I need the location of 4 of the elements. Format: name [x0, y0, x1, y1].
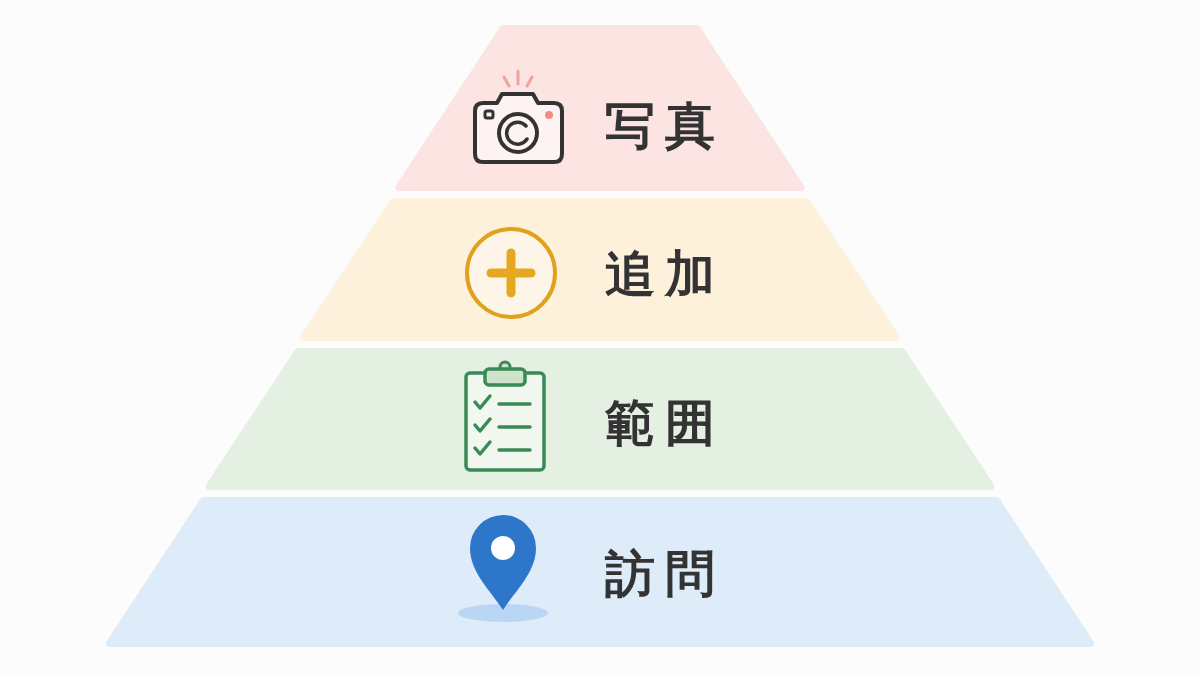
- level-label: 訪問: [605, 549, 725, 599]
- level-label: 範囲: [605, 398, 725, 448]
- level-label: 追加: [605, 249, 725, 299]
- level-label: 写真: [605, 101, 725, 151]
